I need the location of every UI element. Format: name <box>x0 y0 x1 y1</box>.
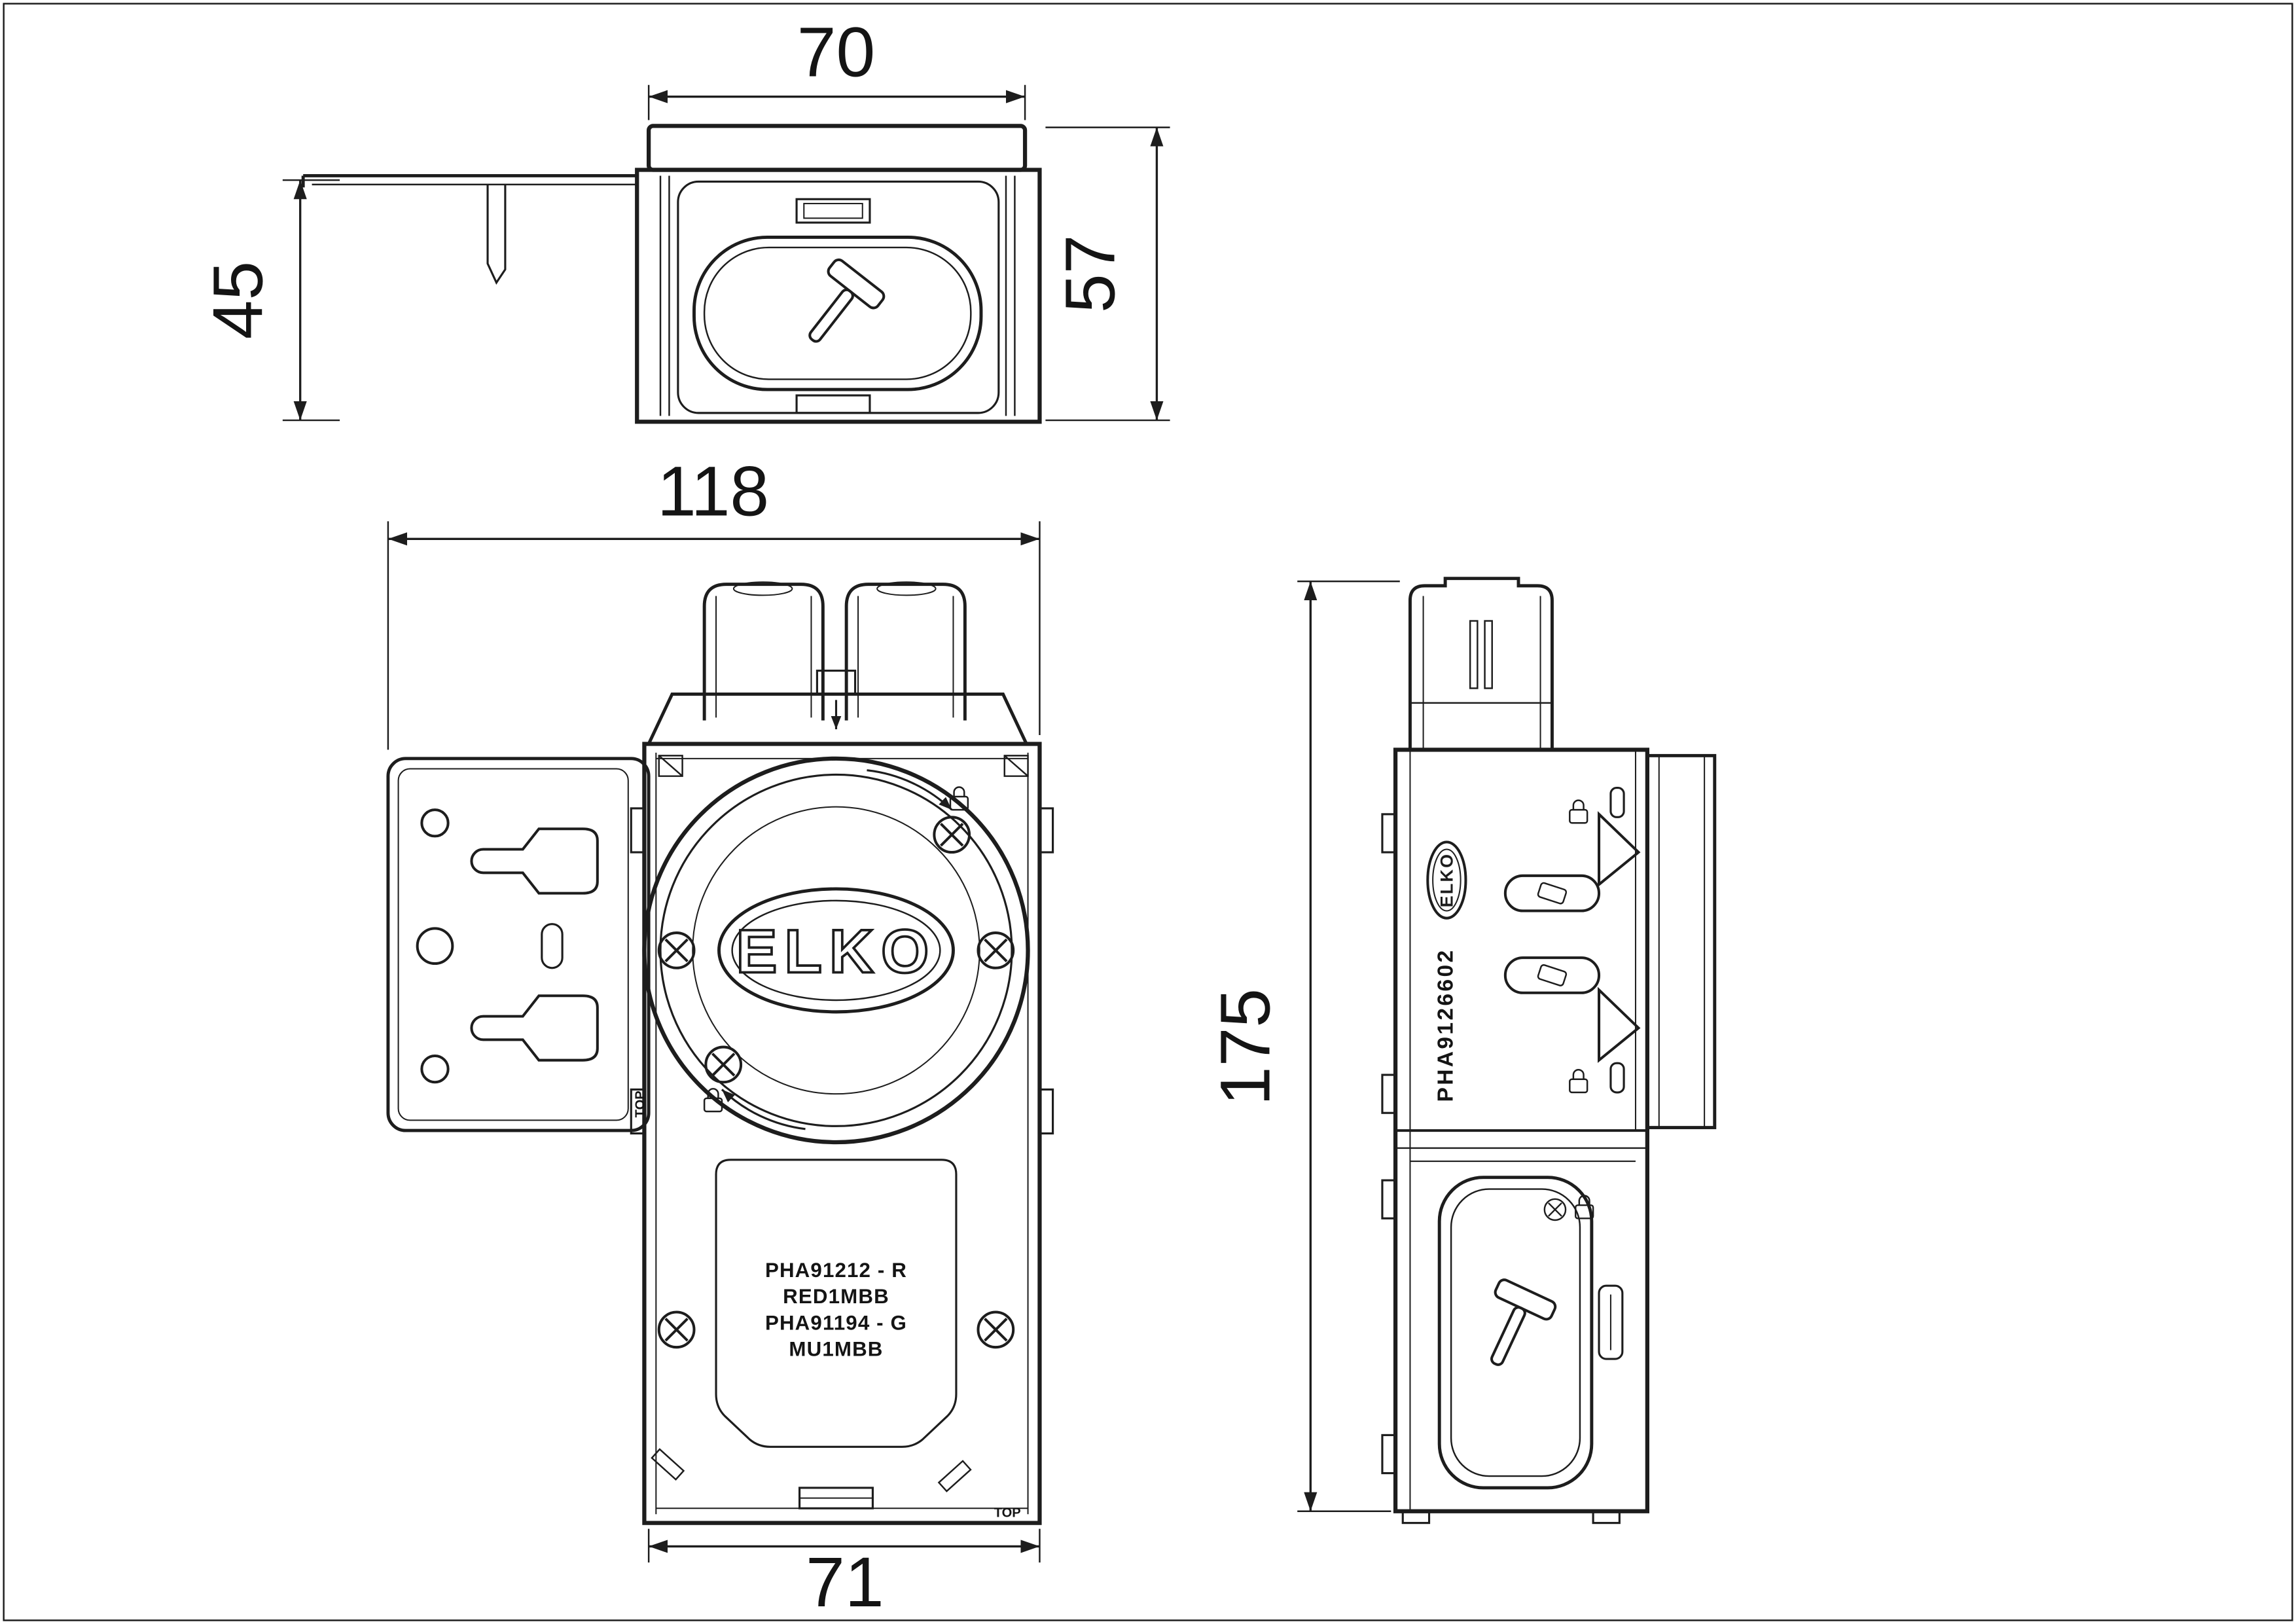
side-tabs <box>1381 813 1397 1475</box>
latch-window-top-inner <box>803 202 863 219</box>
screw-icon <box>1543 1198 1567 1221</box>
side-part-code: PHA9126602 <box>1433 948 1458 1102</box>
top-marker: TOP <box>633 1091 647 1117</box>
body-outline <box>642 742 1042 1525</box>
top-marker: TOP <box>994 1506 1021 1521</box>
top-view-part <box>301 124 1042 424</box>
dimension-depth: 45 <box>199 179 340 422</box>
terminal-cylinders <box>702 581 967 721</box>
rotate-arrow <box>867 769 953 811</box>
keyhole-slot <box>470 994 599 1062</box>
dimension-label-175: 175 <box>1206 988 1285 1106</box>
mounting-plate-edge <box>301 173 637 285</box>
divider-lines <box>1395 1129 1647 1163</box>
slot-obround <box>1503 874 1601 912</box>
dimension-body-width: 71 <box>647 1528 1041 1621</box>
housing-window <box>816 670 857 695</box>
slot-obround <box>1503 956 1601 994</box>
plate-oval-slot <box>541 923 564 969</box>
plate-hole <box>420 1054 450 1084</box>
keyhole-slot <box>470 827 599 895</box>
dimension-lid-width: 70 <box>647 12 1026 120</box>
dimension-label-57: 57 <box>1051 235 1130 313</box>
mounting-ring <box>642 756 1030 1145</box>
tool-slot-inner <box>703 246 972 380</box>
pin <box>1609 787 1625 818</box>
hammer-icon <box>788 257 886 359</box>
screw-icon <box>659 1312 694 1347</box>
lock-icon <box>1569 1069 1588 1094</box>
elko-logo-text: ELKO <box>736 916 937 985</box>
latch-triangle <box>1598 986 1641 1063</box>
elko-logo-text: ELKO <box>1437 853 1456 907</box>
rotate-arrow <box>721 1089 806 1130</box>
plate-hole <box>416 927 454 965</box>
lock-icon <box>1569 799 1588 824</box>
screw-icon <box>978 933 1013 968</box>
corner-clip-right <box>1003 755 1029 777</box>
part-label-line: PHA91194 - G <box>765 1311 907 1334</box>
corner-latch <box>651 1448 685 1481</box>
connector-details <box>1410 596 1552 750</box>
part-label-line: RED1MBB <box>783 1285 889 1308</box>
tool-slot <box>1437 1176 1594 1490</box>
part-label-line: PHA91212 - R <box>765 1259 907 1282</box>
foot <box>1401 1510 1431 1525</box>
bracket-hook <box>486 184 507 285</box>
lid-outline <box>646 124 1028 172</box>
part-label-line: MU1MBB <box>789 1338 883 1361</box>
label-panel <box>715 1159 958 1448</box>
mounting-plate-edge <box>1645 753 1717 1130</box>
side-view: ELKO PHA9126602 <box>1206 577 1717 1525</box>
screw-icon <box>978 1312 1013 1347</box>
dimension-label-45: 45 <box>199 261 278 339</box>
side-slot <box>1598 1284 1624 1360</box>
mounting-plate: TOP <box>386 757 651 1132</box>
dimension-label-70: 70 <box>797 12 875 91</box>
hammer-icon <box>1467 1278 1557 1377</box>
rail-lines <box>659 175 1016 416</box>
dimension-label-118: 118 <box>657 452 769 530</box>
dimension-overall-width: 118 <box>387 452 1041 750</box>
body-edge-lines <box>655 752 1029 1515</box>
latch-triangle <box>1598 811 1641 888</box>
screw-icon <box>706 1047 741 1083</box>
corner-latch <box>937 1460 972 1492</box>
dimension-overall-height: 175 <box>1206 580 1400 1512</box>
side-view-part: ELKO PHA9126602 <box>1381 577 1717 1525</box>
part-label-block: PHA91212 - R RED1MBB PHA91194 - G MU1MBB <box>765 1259 907 1361</box>
latch-window-top <box>795 198 871 224</box>
dimension-height: 57 <box>1045 126 1170 422</box>
tool-slot-outer <box>692 235 983 391</box>
elko-logo: ELKO <box>717 887 955 1014</box>
side-tabs <box>630 807 1054 1135</box>
top-view: 70 45 57 <box>199 12 1170 424</box>
dimension-label-71: 71 <box>806 1543 884 1621</box>
sheet-border <box>3 3 2293 1621</box>
front-view-part: ELKO TOP <box>386 581 1054 1525</box>
pin <box>1609 1062 1625 1094</box>
screw-icon <box>659 933 694 968</box>
latch-window-bottom <box>795 394 871 414</box>
box-outline <box>635 168 1042 424</box>
foot <box>1592 1510 1621 1525</box>
connector-outline <box>1408 577 1554 750</box>
plate-hole <box>420 808 450 838</box>
elko-logo-side: ELKO <box>1426 840 1467 920</box>
corner-clip-left <box>658 755 683 777</box>
screw-icon <box>934 817 969 852</box>
front-view: ELKO TOP <box>386 452 1054 1621</box>
